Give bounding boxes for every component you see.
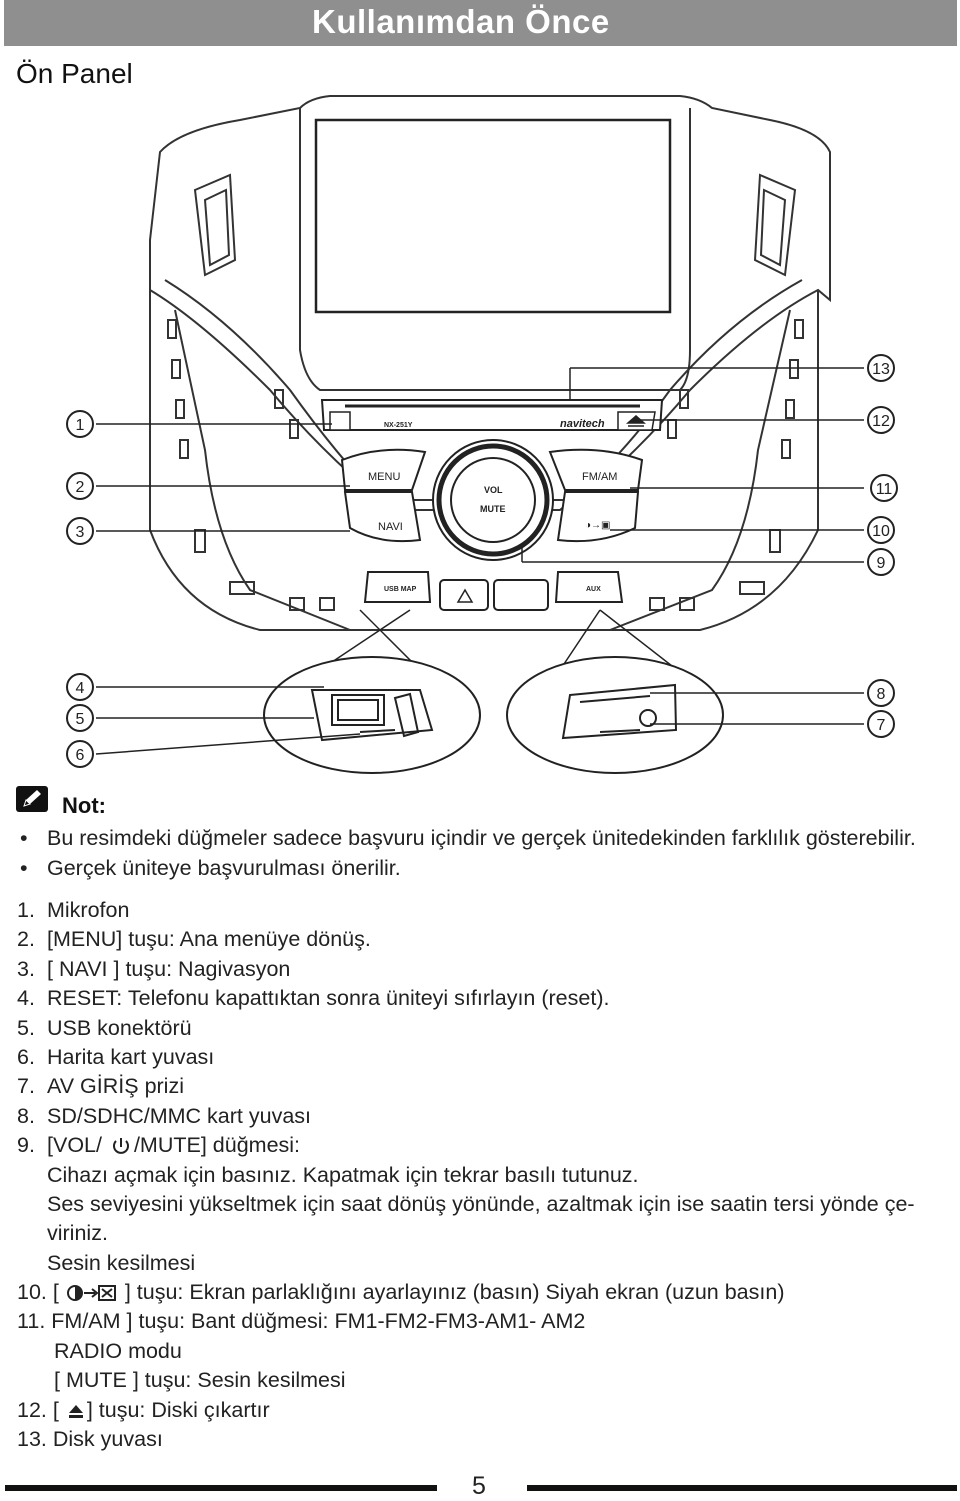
volume-knob (450, 457, 536, 543)
callout-label: 10 (872, 523, 890, 540)
callout-circle (867, 406, 895, 434)
callout-label: 4 (76, 680, 85, 697)
callout-circle (867, 516, 895, 544)
svg-text:VOL: VOL (484, 485, 503, 495)
callout-label: 6 (76, 747, 85, 764)
list-item-detail: [ MUTE ] tuşu: Sesin kesilmesi (54, 1368, 346, 1393)
page-number: 5 (472, 1472, 486, 1500)
callout-circle (66, 673, 94, 701)
list-item-detail: Sesin kesilmesi (47, 1250, 196, 1275)
list-item-detail: viriniz. (47, 1221, 108, 1246)
callout-circle (867, 354, 895, 382)
callout-label: 5 (76, 711, 85, 728)
note-bullet: •Gerçek üniteye başvurulması önerilir. (20, 856, 401, 880)
callout-label: 12 (872, 413, 890, 430)
brightness-screen-icon (66, 1285, 116, 1302)
svg-text:◑→▣: ◑→▣ (585, 520, 611, 531)
callout-label: 11 (876, 481, 893, 498)
list-item: 2.[MENU] tuşu: Ana menüye dönüş. (17, 927, 371, 952)
callout-label: 8 (877, 686, 886, 703)
callout-circle (66, 517, 94, 545)
callout-circle (870, 474, 898, 502)
list-item: 11. FM/AM ] tuşu: Bant düğmesi: FM1-FM2-… (17, 1309, 586, 1334)
section-title: Ön Panel (16, 58, 133, 89)
pencil-note-icon (16, 786, 48, 812)
svg-text:USB MAP: USB MAP (384, 586, 417, 593)
eject-icon (68, 1404, 83, 1418)
list-item: 12. [ ] tuşu: Diski çıkartır (17, 1397, 270, 1422)
list-item: 10. [ ] tuşu: Ekran parlaklığını ayarlay… (17, 1280, 785, 1305)
feature-list: 1.Mikrofon 2.[MENU] tuşu: Ana menüye dön… (17, 896, 957, 1454)
list-item: 4.RESET: Telefonu kapattıktan sonra ünit… (17, 986, 610, 1011)
callout-circle (66, 410, 94, 438)
callout-circle (66, 740, 94, 768)
list-item: 1.Mikrofon (17, 898, 130, 922)
power-icon (113, 1138, 129, 1155)
callout-label: 9 (877, 555, 886, 572)
svg-text:AUX: AUX (586, 586, 601, 593)
callout-label: 7 (877, 717, 886, 734)
svg-text:navitech: navitech (560, 418, 605, 430)
svg-text:MENU: MENU (368, 471, 400, 483)
list-item: 6.Harita kart yuvası (17, 1044, 215, 1069)
list-item: 8.SD/SDHC/MMC kart yuvası (17, 1103, 312, 1128)
footer-rule-left (5, 1485, 437, 1491)
display-screen (314, 118, 672, 314)
callout-circle (867, 710, 895, 738)
svg-text:NX-251Y: NX-251Y (384, 422, 413, 429)
callout-circle (867, 548, 895, 576)
svg-text:NAVI: NAVI (378, 521, 403, 533)
callout-label: 2 (76, 479, 85, 496)
page-title: Kullanımdan Önce (312, 3, 610, 40)
list-item: 13. Disk yuvası (17, 1427, 163, 1452)
callout-label: 1 (76, 417, 85, 434)
list-item: 7.AV GİRİŞ prizi (17, 1074, 184, 1099)
footer-rule-right (527, 1485, 957, 1491)
callout-circle (66, 472, 94, 500)
note-bullet: •Bu resimdeki düğmeler sadece başvuru iç… (20, 826, 916, 850)
list-item-detail: RADIO modu (54, 1338, 182, 1363)
front-panel-figure: NX-251Y navitech MENU NAVI FM/AM ◑→▣ VOL… (66, 95, 898, 774)
list-item: 3.[ NAVI ] tuşu: Nagivasyon (17, 956, 291, 981)
callout-circle (66, 704, 94, 732)
list-item: 9.[VOL/ /MUTE] düğmesi: (17, 1133, 301, 1158)
callout-circle (867, 679, 895, 707)
callout-label: 13 (872, 361, 890, 378)
callout-label: 3 (76, 524, 85, 541)
header-bar (4, 0, 957, 46)
list-item-detail: Cihazı açmak için basınız. Kapatmak için… (47, 1162, 639, 1187)
list-item: 5.USB konektörü (17, 1015, 192, 1040)
note-label: Not: (62, 793, 106, 818)
svg-text:FM/AM: FM/AM (582, 471, 617, 483)
note-bullets: •Bu resimdeki düğmeler sadece başvuru iç… (18, 823, 948, 883)
svg-text:MUTE: MUTE (480, 504, 506, 514)
list-item-detail: Ses seviyesini yükseltmek için saat dönü… (47, 1191, 915, 1216)
